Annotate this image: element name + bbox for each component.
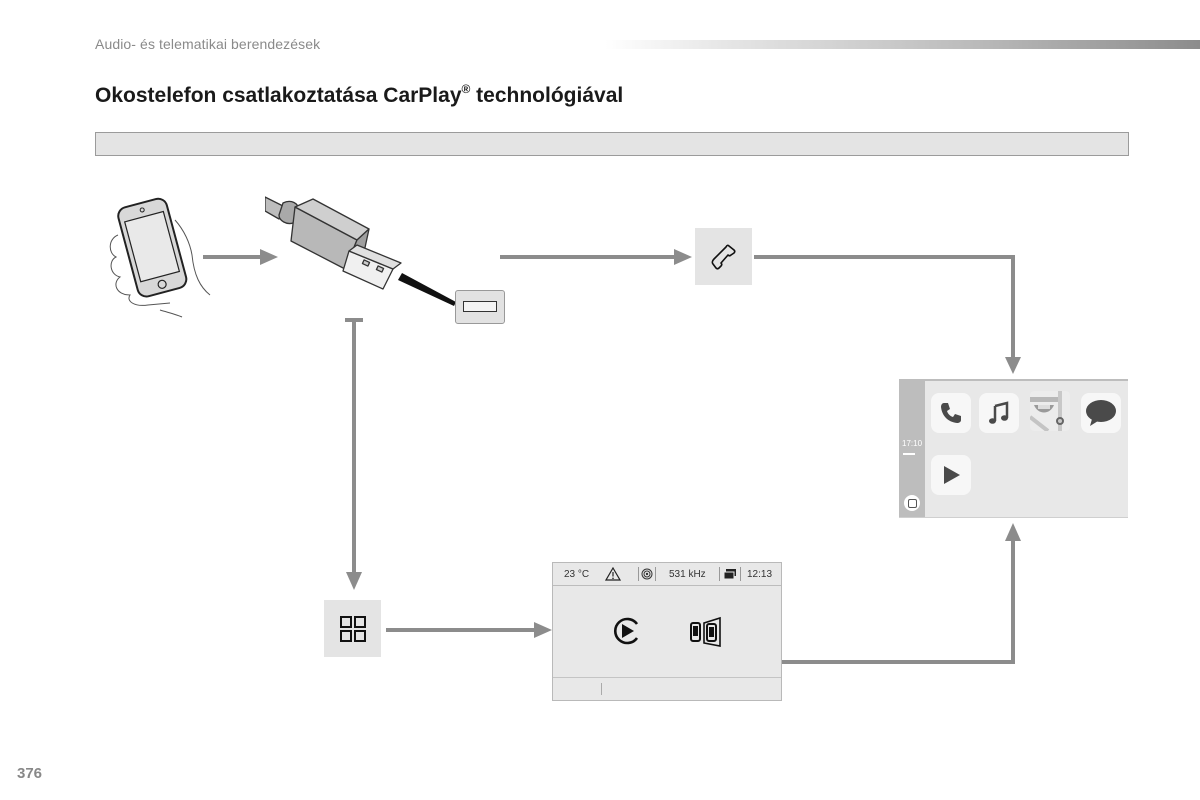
registered-mark: ®	[461, 82, 471, 96]
info-banner	[95, 132, 1129, 156]
phone-projection-icon[interactable]	[689, 615, 723, 649]
radio-screen: 23 °C 531 kHz 12:13	[552, 562, 782, 701]
section-header: Audio- és telematikai berendezések	[95, 36, 321, 52]
phone-handset-icon	[711, 244, 736, 270]
app-music[interactable]	[979, 393, 1019, 433]
status-bar: 23 °C 531 kHz 12:13	[553, 563, 781, 586]
usb-plug-icon	[265, 196, 402, 290]
play-icon	[944, 466, 960, 484]
messages-icon	[1086, 400, 1116, 426]
usb-port-icon	[455, 290, 505, 324]
music-icon	[989, 401, 1009, 424]
apps-button[interactable]	[324, 600, 381, 657]
app-messages[interactable]	[1081, 393, 1121, 433]
arrowhead	[674, 249, 692, 265]
page-number: 376	[17, 765, 43, 782]
media-icon	[723, 569, 736, 580]
arrowhead	[1005, 357, 1021, 374]
arrowhead	[260, 249, 278, 265]
warning-icon	[605, 567, 621, 581]
title-text: Okostelefon csatlakoztatása CarPlay	[95, 84, 462, 107]
radio-signal-icon	[641, 568, 653, 580]
carplay-time: 17:10	[902, 439, 923, 448]
app-now-playing[interactable]	[931, 455, 971, 495]
clock: 12:13	[747, 569, 773, 580]
page-title: Okostelefon csatlakoztatása CarPlay® tec…	[95, 82, 624, 108]
phone-button[interactable]	[695, 228, 752, 285]
temperature: 23 °C	[564, 569, 590, 580]
maps-icon	[1030, 391, 1070, 431]
frequency: 531 kHz	[669, 569, 706, 580]
usb-connector-wedge	[398, 273, 456, 306]
arrowhead	[1005, 523, 1021, 541]
app-phone[interactable]	[931, 393, 971, 433]
arrowhead	[346, 572, 362, 590]
smartphone-in-hand-icon	[109, 197, 211, 318]
header-gradient-bar	[605, 40, 1200, 49]
carplay-screen: 17:10	[899, 379, 1128, 518]
title-text-end: technológiával	[470, 84, 624, 107]
arrowhead	[534, 622, 552, 638]
carplay-sidebar: 17:10	[899, 381, 925, 517]
apps-grid-icon	[339, 615, 366, 642]
arrow-phone-button-to-carplay	[754, 255, 1015, 360]
app-maps[interactable]	[1030, 391, 1070, 431]
carplay-play-icon[interactable]	[611, 615, 643, 647]
screen-footer	[553, 677, 781, 700]
phone-icon	[941, 403, 961, 423]
home-button[interactable]	[904, 495, 920, 511]
